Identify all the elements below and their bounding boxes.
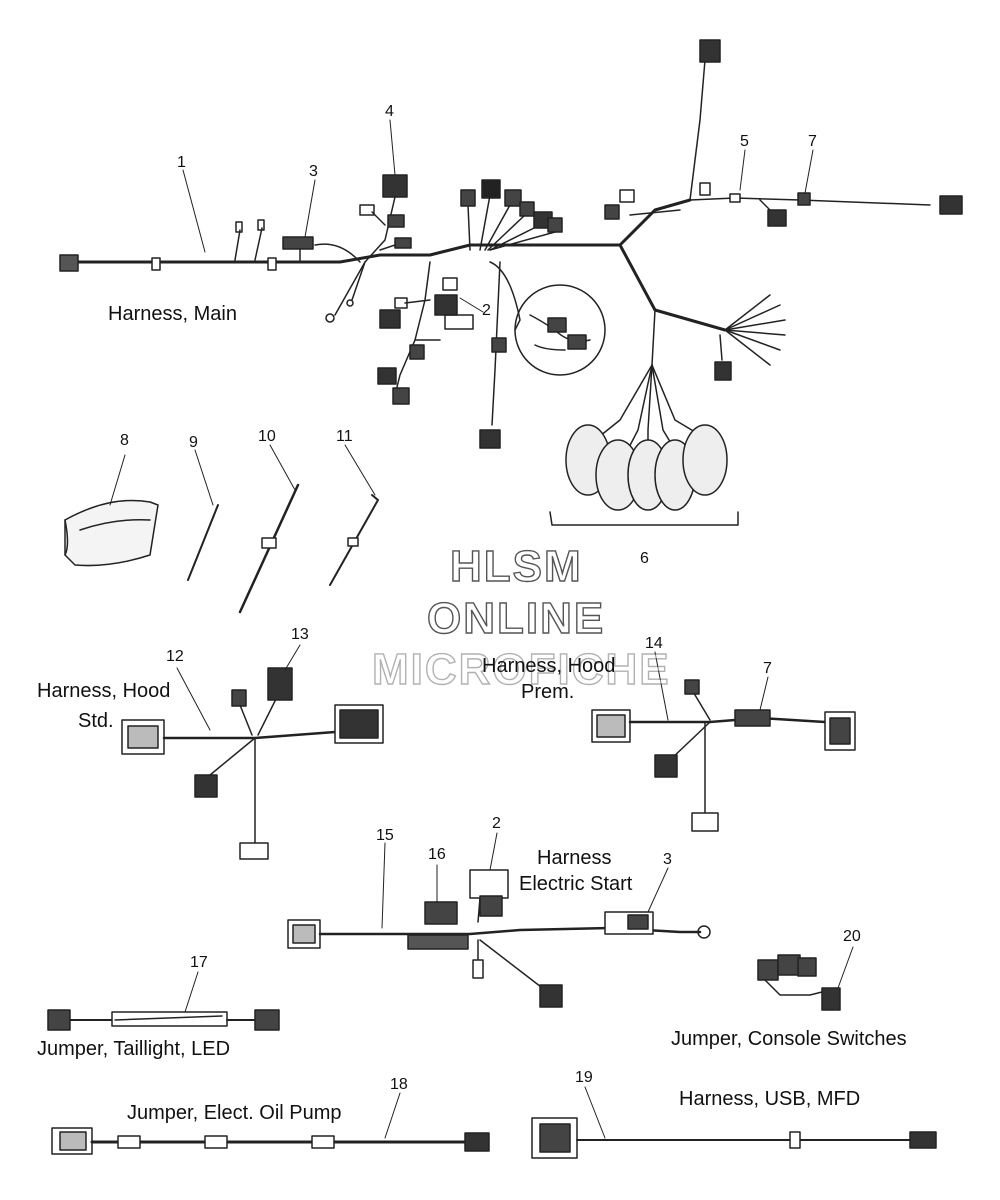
harness-hood-std [121,667,384,860]
harness-hood-prem [591,679,856,832]
callout-2: 2 [482,302,491,319]
label-harness-usb: Harness, USB, MFD [679,1088,861,1110]
jumper-oil-pump [51,1127,490,1155]
callout-5: 5 [740,133,749,150]
label-hood-prem-line1: Harness, Hood [482,655,616,677]
label-hood-std-line2: Std. [78,710,114,732]
callout-1: 1 [177,154,186,171]
callout-4: 4 [385,103,394,120]
harness-usb-mfd [531,1117,937,1159]
callout-2b: 2 [492,815,501,832]
label-jumper-taillight: Jumper, Taillight, LED [37,1038,231,1060]
callout-11: 11 [336,428,353,445]
label-electric-start-line2: Electric Start [519,873,633,895]
harness-main-assembly [59,39,963,526]
watermark-line-2: ONLINE [426,593,606,643]
callout-6: 6 [640,550,649,567]
watermark-line-1: HLSM [449,541,583,591]
label-hood-std-line1: Harness, Hood [37,680,171,702]
callout-14: 14 [645,635,663,652]
callout-17: 17 [190,954,208,971]
label-jumper-console: Jumper, Console Switches [671,1028,907,1050]
callout-7: 7 [808,133,817,150]
callout-7b: 7 [763,660,772,677]
callout-13: 13 [291,626,309,643]
callout-10: 10 [258,428,276,445]
callout-3: 3 [309,163,318,180]
callout-3b: 3 [663,851,672,868]
callout-15: 15 [376,827,394,844]
label-jumper-oil-pump: Jumper, Elect. Oil Pump [127,1102,342,1124]
watermark-line-3: MICROFICHE [371,644,671,694]
jumper-console-switches [757,954,841,1011]
loose-parts [64,483,379,614]
callout-18: 18 [390,1076,408,1093]
leader-lines [109,119,854,1139]
callout-16: 16 [428,846,446,863]
callout-12: 12 [166,648,184,665]
callout-19: 19 [575,1069,593,1086]
callout-20: 20 [843,928,861,945]
callout-9: 9 [189,434,198,451]
callout-8: 8 [120,432,129,449]
jumper-taillight [47,1009,280,1031]
label-electric-start-line1: Harness [537,847,612,869]
label-hood-prem-line2: Prem. [521,681,575,703]
label-harness-main: Harness, Main [108,303,237,325]
harness-electric-start [287,869,711,1008]
